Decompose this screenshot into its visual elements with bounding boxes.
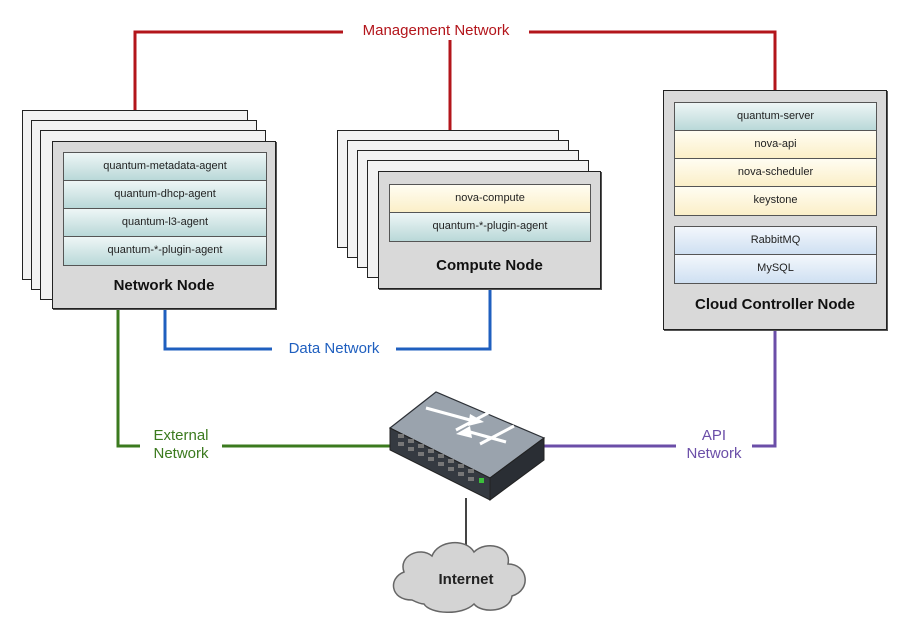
component-nova-scheduler: nova-scheduler: [675, 159, 876, 187]
data-network-label: Data Network: [272, 340, 396, 358]
external-network-line: [116, 310, 392, 448]
network-node-title: Network Node: [113, 277, 215, 294]
component-keystone: keystone: [675, 187, 876, 215]
component-nova-api: nova-api: [675, 131, 876, 159]
external-network-label-line2: Network: [153, 445, 209, 462]
component-rabbitmq: RabbitMQ: [675, 227, 876, 255]
internet-cloud-icon: [392, 542, 526, 613]
cloud-controller-node: quantum-server nova-api nova-scheduler k…: [663, 90, 887, 330]
api-network-label: API Network: [676, 427, 752, 463]
controller-services: quantum-server nova-api nova-scheduler k…: [674, 102, 877, 216]
external-network-label: External Network: [140, 427, 222, 463]
component-quantum-server: quantum-server: [675, 103, 876, 131]
management-network-label: Management Network: [343, 22, 529, 40]
network-node: quantum-metadata-agent quantum-dhcp-agen…: [52, 141, 276, 309]
api-network-line: [542, 330, 777, 448]
controller-infra: RabbitMQ MySQL: [674, 226, 877, 284]
api-network-label-line2: Network: [686, 445, 742, 462]
component-quantum-plugin-agent: quantum-*-plugin-agent: [390, 213, 590, 241]
component-nova-compute: nova-compute: [390, 185, 590, 213]
network-node-components: quantum-metadata-agent quantum-dhcp-agen…: [63, 152, 267, 266]
component-quantum-dhcp-agent: quantum-dhcp-agent: [64, 181, 266, 209]
internet-label: Internet: [438, 571, 494, 588]
cloud-controller-node-title: Cloud Controller Node: [695, 296, 855, 313]
component-mysql: MySQL: [675, 255, 876, 283]
component-quantum-plugin-agent: quantum-*-plugin-agent: [64, 237, 266, 265]
compute-node-components: nova-compute quantum-*-plugin-agent: [389, 184, 591, 242]
api-network-label-line1: API: [701, 427, 727, 444]
compute-node-title: Compute Node: [436, 257, 543, 274]
compute-node: nova-compute quantum-*-plugin-agent Comp…: [378, 171, 601, 289]
network-switch-icon: [388, 391, 546, 501]
component-quantum-metadata-agent: quantum-metadata-agent: [64, 153, 266, 181]
component-quantum-l3-agent: quantum-l3-agent: [64, 209, 266, 237]
external-network-label-line1: External: [153, 427, 209, 444]
